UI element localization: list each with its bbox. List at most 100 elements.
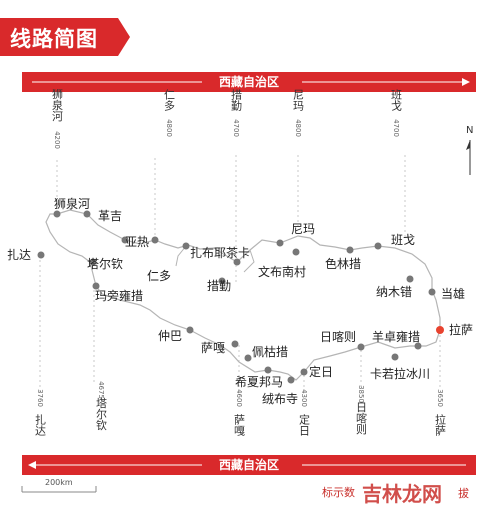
top-column-bange: 班戈 4700 (390, 89, 403, 137)
bottom-column-zhada: 3760 扎达 (34, 389, 47, 436)
dot-lasa (436, 326, 444, 334)
dot-zhabuye (182, 242, 190, 250)
place-label-rongbu: 绒布寺 (262, 392, 298, 406)
dot-yangzhuo (414, 342, 422, 350)
place-label-saga: 萨嘎 (201, 341, 225, 355)
route-branch (175, 245, 187, 267)
dot-cuoqin-junction (233, 258, 241, 266)
dot-taerqin (89, 258, 97, 266)
dot-dangxiong (428, 288, 436, 296)
scale-label: 200km (45, 478, 73, 487)
bottom-col-alt-2: 4675 (97, 381, 105, 399)
place-label-taerqin: 塔尔钦 (87, 256, 123, 271)
top-col-name-5: 班戈 (390, 89, 403, 111)
place-label-zhongba: 仲巴 (158, 329, 182, 343)
place-label-namu: 纳木错 (376, 285, 412, 299)
place-label-geji: 革吉 (98, 209, 122, 223)
bottom-column-taerqin: 4675 塔尔钦 (95, 381, 108, 431)
place-label-dangxiong: 当雄 (441, 286, 465, 301)
bottom-col-alt-5: 3850 (357, 385, 365, 403)
altitude-note: 标示数 (322, 486, 355, 499)
place-label-yare: 亚热 (125, 235, 149, 249)
band-top-shape (22, 72, 476, 92)
route-branch-2 (243, 249, 255, 273)
bottom-col-alt-4: 4300 (300, 389, 308, 407)
guide-lines (39, 155, 441, 392)
compass-icon: N (466, 125, 473, 175)
dot-renduo (151, 236, 159, 244)
bottom-col-name-2: 塔尔钦 (95, 397, 108, 431)
dot-xixia (264, 366, 272, 374)
dot-mapang (92, 282, 100, 290)
place-label-rikaze: 日喀则 (320, 330, 356, 344)
place-label-xixia: 希夏邦马 (235, 374, 283, 389)
dot-cuoqin (218, 277, 226, 285)
bottom-col-name-4: 定日 (298, 413, 311, 436)
place-label-peiku: 佩枯措 (252, 344, 288, 359)
top-col-name-2: 仁多 (163, 89, 176, 112)
top-col-alt-1: 4200 (53, 131, 61, 149)
region-band-top: 西藏自治区 (22, 72, 476, 92)
title-banner: 线路简图 (0, 18, 130, 56)
place-label-renduo: 仁多 (147, 269, 171, 283)
place-label-wenbu: 文布南村 (258, 264, 306, 279)
dot-wenbu (292, 248, 300, 256)
bottom-column-saga: 4600 萨嘎 (233, 389, 246, 436)
altitude-note-tail: 拔 (458, 487, 469, 500)
place-label-lasa: 拉萨 (449, 322, 473, 337)
place-label-karuo: 卡若拉冰川 (370, 366, 430, 381)
region-label-bottom: 西藏自治区 (218, 458, 279, 472)
place-label-shiquanhe: 狮泉河 (54, 197, 90, 211)
region-label-top: 西藏自治区 (218, 75, 279, 89)
scale-bar: 200km (21, 478, 97, 493)
top-col-name-1: 狮泉河 (51, 88, 64, 121)
page-title: 线路简图 (10, 27, 98, 51)
dot-nima (276, 239, 284, 247)
place-label-cuoqin: 措勤 (207, 279, 231, 293)
dot-rongbu (287, 376, 295, 384)
top-col-name-3: 措勤 (230, 88, 243, 112)
dot-geji (83, 210, 91, 218)
bottom-column-rikaze: 3850 日喀则 (355, 385, 368, 435)
route-line (45, 209, 441, 381)
region-band-bottom: 西藏自治区 (22, 455, 476, 475)
place-label-dingri: 定日 (309, 364, 333, 379)
bottom-col-alt-3: 4600 (235, 389, 243, 407)
place-label-selin: 色林措 (325, 257, 361, 271)
place-label-bange: 班戈 (391, 233, 415, 247)
title-banner-shape (0, 18, 130, 56)
bottom-col-alt-6: 3650 (436, 389, 444, 407)
place-label-zhada: 扎达 (7, 248, 31, 262)
place-label-mapang: 玛旁雍措 (95, 288, 143, 303)
stop-dots (37, 210, 436, 384)
dot-namu (406, 275, 414, 283)
dot-zhongba (186, 326, 194, 334)
place-label-yangzhuo: 羊卓雍措 (372, 329, 420, 344)
place-label-zhabuye: 扎布耶茶卡 (190, 245, 250, 260)
dot-karuo (391, 353, 399, 361)
place-labels: 狮泉河 革吉 扎达 亚热 塔尔钦 仁多 玛旁雍措 扎布耶茶卡 措勤 尼玛 文布南… (7, 197, 473, 406)
dot-selin (346, 246, 354, 254)
bottom-col-name-1: 扎达 (34, 413, 47, 436)
band-bottom-shape (22, 455, 476, 475)
dot-peiku (244, 354, 252, 362)
dot-rikaze (357, 343, 365, 351)
top-column-nima: 尼玛 4800 (292, 89, 305, 137)
dot-saga (231, 340, 239, 348)
dot-dingri (300, 368, 308, 376)
dot-yare (121, 236, 129, 244)
top-col-name-4: 尼玛 (292, 89, 305, 112)
bottom-column-dingri: 4300 定日 (298, 389, 311, 436)
bottom-col-name-6: 拉萨 (434, 413, 447, 437)
top-column-renduo: 仁多 4800 (163, 89, 176, 137)
dot-shiquanhe (53, 210, 61, 218)
top-col-alt-5: 4700 (392, 119, 400, 137)
bottom-col-name-3: 萨嘎 (233, 414, 246, 436)
top-col-alt-2: 4800 (165, 119, 173, 137)
dot-zhada (37, 251, 45, 259)
bottom-col-alt-1: 3760 (36, 389, 44, 407)
place-label-nima: 尼玛 (291, 222, 315, 236)
top-col-alt-3: 4700 (232, 119, 240, 137)
top-column-shiquanhe: 狮泉河 4200 (51, 88, 64, 149)
top-col-alt-4: 4800 (294, 119, 302, 137)
